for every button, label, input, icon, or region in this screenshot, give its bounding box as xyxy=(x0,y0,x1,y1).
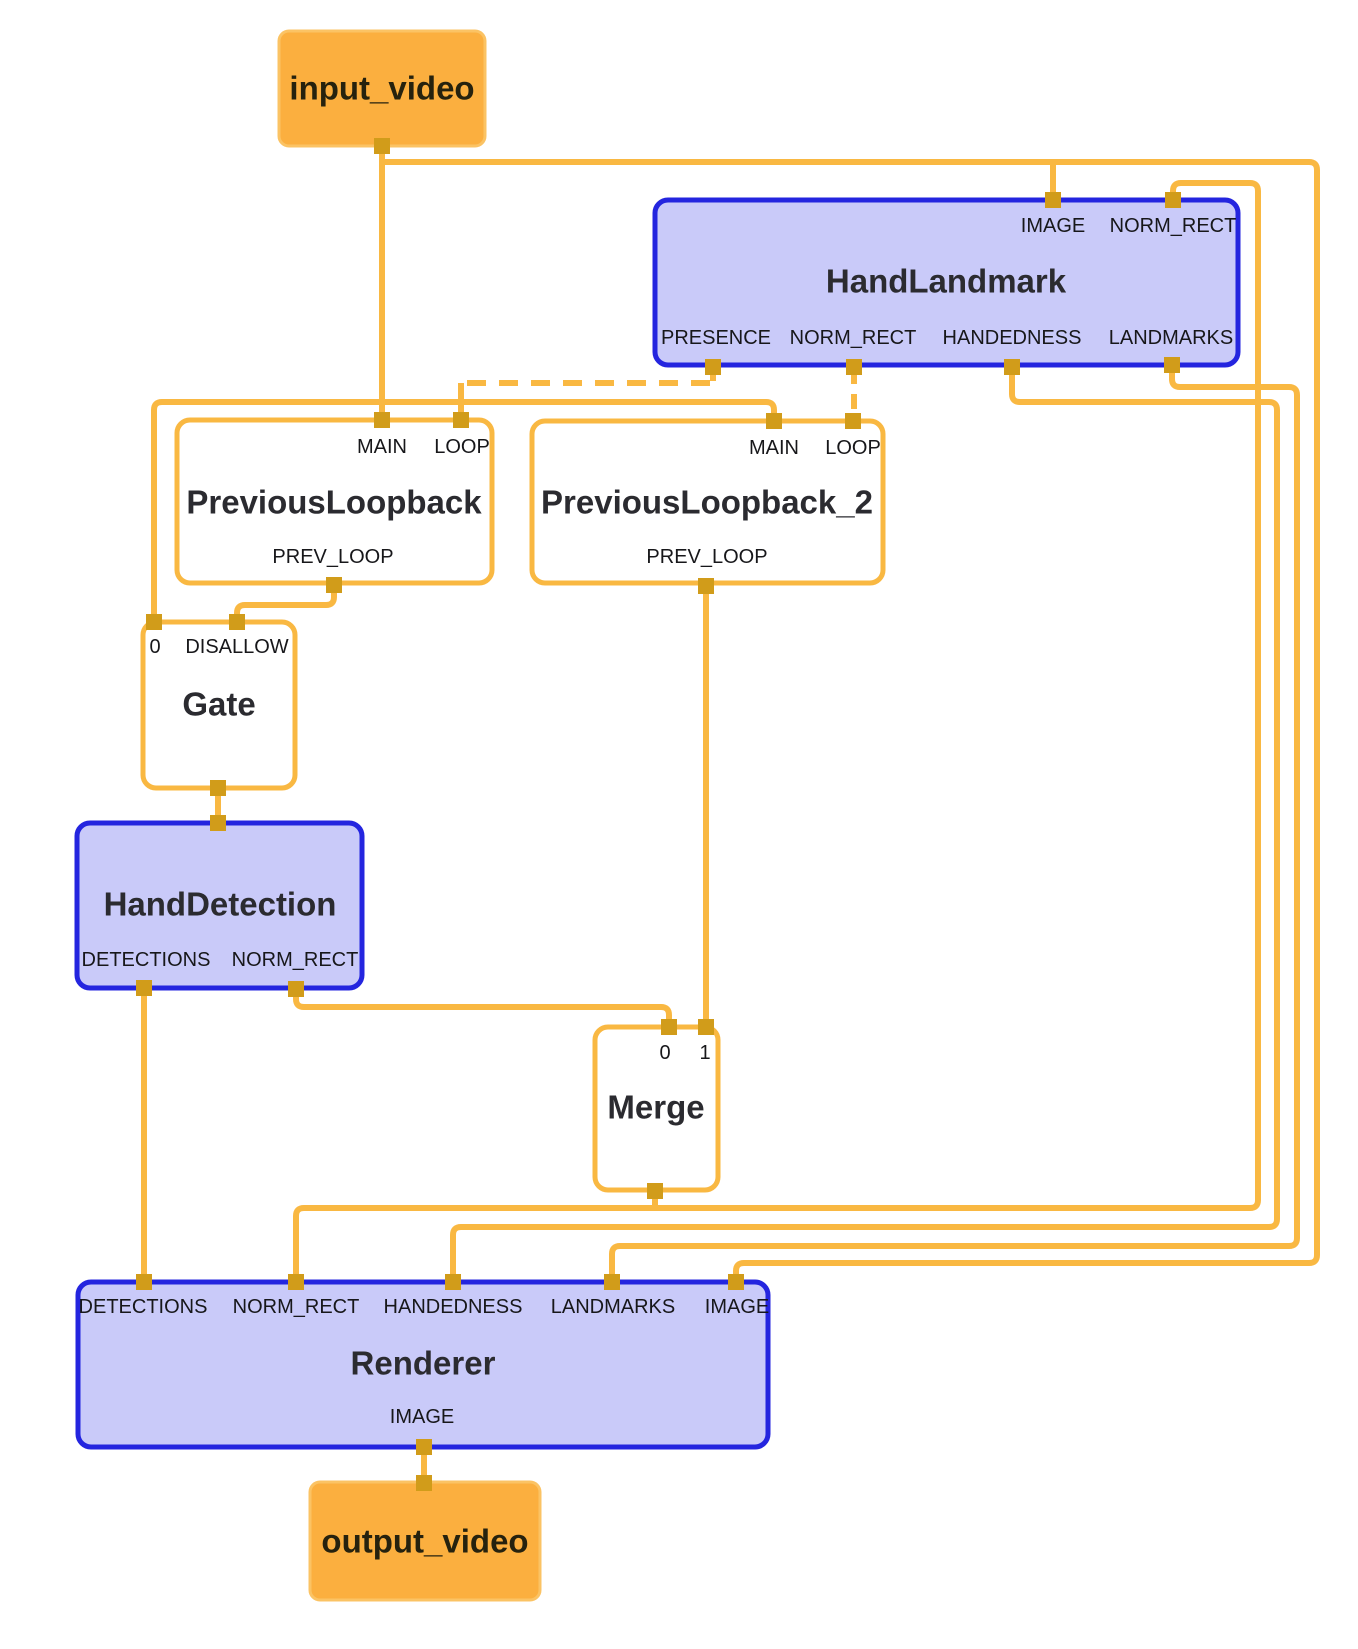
merge-title: Merge xyxy=(607,1089,704,1126)
edge-merge-to-handlandmark-normrect xyxy=(655,180,1261,1211)
port-handdetection-normrect-out[interactable] xyxy=(288,981,304,997)
hand-landmark-out-normrect-label: NORM_RECT xyxy=(790,327,917,349)
previous-loopback-in-loop-label: LOOP xyxy=(434,436,490,458)
gate-in-0-label: 0 xyxy=(149,636,160,658)
hand-landmark-out-presence-label: PRESENCE xyxy=(661,327,771,349)
port-handlandmark-normrect-out[interactable] xyxy=(846,359,862,375)
output-video-label: output_video xyxy=(321,1523,528,1560)
port-renderer-image-out[interactable] xyxy=(416,1439,432,1455)
port-outputvideo-in[interactable] xyxy=(416,1475,432,1491)
previous-loopback-2-in-main-label: MAIN xyxy=(749,437,799,459)
previous-loopback-2-title: PreviousLoopback_2 xyxy=(541,484,873,521)
edge-prevloop-to-gate-disallow xyxy=(234,585,337,622)
node-previous-loopback: PreviousLoopback MAIN LOOP PREV_LOOP xyxy=(174,417,495,586)
port-handlandmark-landmarks-out[interactable] xyxy=(1164,357,1180,373)
port-handlandmark-image-in[interactable] xyxy=(1045,192,1061,208)
port-handdetection-in[interactable] xyxy=(210,815,226,831)
renderer-in-image-label: IMAGE xyxy=(705,1296,769,1318)
edge-inputvideo-to-gate-0 xyxy=(151,399,382,622)
renderer-in-handedness-label: HANDEDNESS xyxy=(384,1296,523,1318)
port-handlandmark-handedness-out[interactable] xyxy=(1004,359,1020,375)
hand-landmark-title: HandLandmark xyxy=(826,263,1067,300)
ports xyxy=(136,138,1181,1491)
port-previousloopback-prevloop-out[interactable] xyxy=(326,577,342,593)
hand-landmark-box[interactable] xyxy=(652,197,1241,368)
port-inputvideo-out[interactable] xyxy=(374,138,390,154)
merge-in-1-label: 1 xyxy=(699,1042,710,1064)
node-output-video: output_video xyxy=(308,1480,542,1602)
edge-merge-to-renderer-normrect xyxy=(293,1205,655,1282)
port-handlandmark-normrect-in[interactable] xyxy=(1165,192,1181,208)
port-previousloopback2-loop-in[interactable] xyxy=(845,413,861,429)
gate-title: Gate xyxy=(182,686,255,723)
gate-in-disallow-label: DISALLOW xyxy=(185,636,288,658)
port-renderer-landmarks-in[interactable] xyxy=(604,1274,620,1290)
node-previous-loopback-2: PreviousLoopback_2 MAIN LOOP PREV_LOOP xyxy=(529,418,886,586)
previous-loopback-out-prevloop-label: PREV_LOOP xyxy=(272,546,393,568)
previous-loopback-2-out-prevloop-label: PREV_LOOP xyxy=(646,546,767,568)
port-gate-0-in[interactable] xyxy=(146,614,162,630)
previous-loopback-title: PreviousLoopback xyxy=(186,484,482,521)
edge-inputvideo-to-previousloopback2-main xyxy=(382,399,777,421)
node-gate: Gate 0 DISALLOW xyxy=(140,619,298,791)
previous-loopback-2-in-loop-label: LOOP xyxy=(825,437,881,459)
port-renderer-image-in[interactable] xyxy=(728,1274,744,1290)
port-gate-disallow-in[interactable] xyxy=(229,614,245,630)
edge-inputvideo-to-renderer-image xyxy=(382,159,1320,1282)
hand-detection-out-normrect-label: NORM_RECT xyxy=(232,949,359,971)
hand-detection-title: HandDetection xyxy=(104,886,337,923)
hand-landmark-in-normrect-label: NORM_RECT xyxy=(1110,215,1237,237)
hand-detection-out-detections-label: DETECTIONS xyxy=(82,949,211,971)
edge-handedness-to-renderer xyxy=(450,367,1280,1282)
port-renderer-normrect-in[interactable] xyxy=(288,1274,304,1290)
node-input-video: input_video xyxy=(277,29,487,148)
port-previousloopback2-main-in[interactable] xyxy=(766,413,782,429)
node-renderer: Renderer DETECTIONS NORM_RECT HANDEDNESS… xyxy=(75,1279,771,1450)
port-merge-1-in[interactable] xyxy=(698,1019,714,1035)
port-handdetection-detections-out[interactable] xyxy=(136,980,152,996)
port-renderer-detections-in[interactable] xyxy=(136,1274,152,1290)
hand-landmark-in-image-label: IMAGE xyxy=(1021,215,1085,237)
renderer-in-landmarks-label: LANDMARKS xyxy=(551,1296,675,1318)
port-merge-out[interactable] xyxy=(647,1183,663,1199)
port-merge-0-in[interactable] xyxy=(661,1019,677,1035)
node-hand-landmark: HandLandmark IMAGE NORM_RECT PRESENCE NO… xyxy=(652,197,1241,368)
input-video-label: input_video xyxy=(289,70,474,107)
port-renderer-handedness-in[interactable] xyxy=(445,1274,461,1290)
hand-landmark-out-landmarks-label: LANDMARKS xyxy=(1109,327,1233,349)
renderer-in-normrect-label: NORM_RECT xyxy=(233,1296,360,1318)
port-gate-out[interactable] xyxy=(210,780,226,796)
renderer-out-image-label: IMAGE xyxy=(390,1406,454,1428)
node-hand-detection: HandDetection DETECTIONS NORM_RECT xyxy=(74,820,365,991)
port-previousloopback-loop-in[interactable] xyxy=(453,412,469,428)
edge-handdetection-normrect-to-merge-0 xyxy=(293,990,672,1026)
renderer-title: Renderer xyxy=(351,1345,496,1382)
hand-landmark-out-handedness-label: HANDEDNESS xyxy=(943,327,1082,349)
node-merge: Merge 0 1 xyxy=(592,1024,721,1193)
port-previousloopback2-prevloop-out[interactable] xyxy=(698,578,714,594)
port-handlandmark-presence-out[interactable] xyxy=(705,359,721,375)
port-previousloopback-main-in[interactable] xyxy=(374,412,390,428)
renderer-in-detections-label: DETECTIONS xyxy=(79,1296,208,1318)
edge-landmarks-to-renderer xyxy=(609,365,1300,1282)
merge-in-0-label: 0 xyxy=(659,1042,670,1064)
previous-loopback-in-main-label: MAIN xyxy=(357,436,407,458)
